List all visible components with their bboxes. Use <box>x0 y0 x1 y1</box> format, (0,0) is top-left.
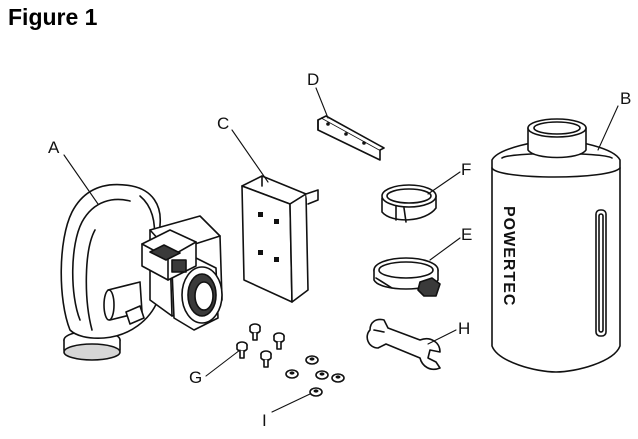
label-i: I <box>262 411 267 430</box>
figure-title: Figure 1 <box>8 4 98 30</box>
leader-line-g <box>205 349 241 377</box>
leader-line-b <box>597 105 619 151</box>
leader-line-f <box>427 171 461 195</box>
wrench-icon <box>366 318 441 371</box>
label-c: C <box>217 114 229 133</box>
collection-canister-icon: POWERTEC <box>491 118 621 373</box>
leader-line-h <box>427 329 457 345</box>
label-f: F <box>461 160 471 179</box>
screw-icon <box>236 323 285 368</box>
hose-clamp-icon <box>373 257 441 297</box>
brand-logo-text: POWERTEC <box>500 206 517 306</box>
leader-line-c <box>231 129 269 183</box>
nut-icon <box>285 355 345 397</box>
leader-line-i <box>271 393 311 413</box>
leader-line-d <box>315 87 329 119</box>
leader-line-a <box>63 154 99 205</box>
mounting-bracket-icon <box>241 175 319 303</box>
ring-adapter-icon <box>381 184 437 223</box>
hanger-strip-icon <box>317 115 385 161</box>
label-d: D <box>307 70 319 89</box>
label-e: E <box>461 225 472 244</box>
label-h: H <box>458 319 470 338</box>
blower-motor-icon <box>60 183 223 361</box>
leader-lines <box>63 87 619 413</box>
label-b: B <box>620 89 631 108</box>
leader-line-e <box>429 237 461 261</box>
label-a: A <box>48 138 60 157</box>
label-g: G <box>189 368 202 387</box>
